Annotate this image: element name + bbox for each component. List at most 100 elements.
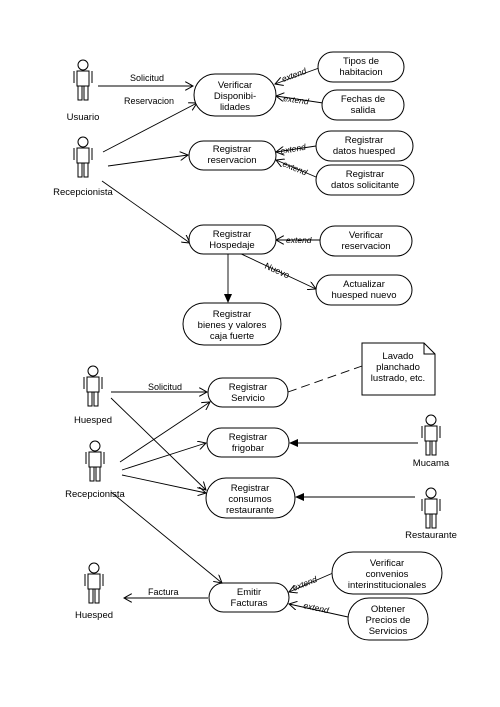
- extend-convenios: [289, 572, 334, 592]
- note-line: lustrado, etc.: [371, 373, 425, 384]
- actor-icon: [421, 414, 441, 456]
- actor-huesped-1: Huesped: [74, 365, 112, 426]
- label-solicitud-1: Solicitud: [130, 73, 164, 83]
- uc-line: Registrar: [229, 382, 268, 393]
- extend-datos-huesped: [276, 145, 317, 152]
- uc-line: frigobar: [232, 443, 264, 454]
- uc-verificar-reservacion: Verificar reservacion: [319, 225, 413, 257]
- uc-line: Verificar: [218, 80, 252, 91]
- uc-line: Obtener: [371, 604, 405, 615]
- uc-line: salida: [351, 105, 377, 116]
- extend-datos-solicitante: [276, 160, 317, 178]
- uc-line: caja fuerte: [210, 331, 254, 342]
- actor-icon: [73, 136, 93, 178]
- uc-line: Disponibi-: [214, 91, 256, 102]
- uc-fechas-salida: Fechas de salida: [321, 89, 405, 121]
- note-link: [287, 365, 363, 393]
- actor-icon: [421, 487, 441, 529]
- uc-line: Fechas de: [341, 94, 385, 105]
- uc-line: Registrar: [229, 432, 268, 443]
- uc-line: Precios de: [366, 615, 411, 626]
- uc-line: datos solicitante: [331, 180, 399, 191]
- uc-registrar-consumos: Registrar consumos restaurante: [205, 477, 296, 519]
- note-line: Lavado: [382, 351, 413, 362]
- extend-precios: [289, 604, 349, 618]
- label-factura: Factura: [148, 587, 179, 597]
- uc-line: restaurante: [226, 505, 274, 516]
- uc-line: Verificar: [370, 558, 404, 569]
- extend-fechas: [276, 96, 324, 104]
- actor-icon: [83, 365, 103, 407]
- actor-label: Usuario: [67, 112, 100, 123]
- uc-line: Registrar: [213, 309, 252, 320]
- uc-obtener-precios: Obtener Precios de Servicios: [347, 597, 429, 641]
- label-extend-tipos: extend: [280, 66, 308, 84]
- uc-registrar-frigobar: Registrar frigobar: [206, 427, 290, 458]
- note-line: planchado: [376, 362, 420, 373]
- uc-registrar-bienes: Registrar bienes y valores caja fuerte: [182, 302, 282, 346]
- assoc-recep2-servicio: [119, 402, 210, 463]
- assoc-recep2-frigobar: [121, 443, 206, 471]
- connectors: [98, 67, 418, 618]
- uc-line: Registrar: [346, 169, 385, 180]
- assoc-recep-hospedaje: [101, 180, 190, 243]
- uc-verificar-disponibilidades: Verificar Disponibi- lidades: [193, 73, 277, 117]
- uc-line: reservacion: [207, 155, 256, 166]
- note: Lavado planchado lustrado, etc.: [361, 342, 436, 396]
- assoc-recep2-consumos: [121, 474, 206, 493]
- actor-recepcionista-1: Recepcionista: [53, 136, 114, 198]
- uc-actualizar-huesped-nuevo: Actualizar huesped nuevo: [315, 274, 413, 306]
- label-extend-convenios: extend: [291, 574, 319, 593]
- uc-line: convenios: [366, 569, 409, 580]
- assoc-recep2-emitir: [110, 491, 222, 583]
- uc-line: Registrar: [213, 229, 252, 240]
- actor-label: Mucama: [413, 458, 450, 469]
- uc-registrar-datos-solicitante: Registrar datos solicitante: [315, 164, 415, 196]
- uc-line: Registrar: [231, 483, 270, 494]
- uc-line: datos huesped: [333, 146, 395, 157]
- actor-mucama: Mucama: [413, 414, 450, 469]
- uc-line: lidades: [220, 102, 250, 113]
- actor-label: Huesped: [74, 415, 112, 426]
- actor-recepcionista-2: Recepcionista: [65, 440, 126, 500]
- assoc-nuevo: [236, 251, 316, 289]
- uc-tipos-habitacion: Tipos de habitacion: [317, 51, 405, 83]
- actor-icon: [85, 440, 105, 482]
- label-extend-verificar-reservacion: extend: [286, 235, 312, 245]
- uc-line: bienes y valores: [198, 320, 267, 331]
- actor-restaurante: Restaurante: [405, 487, 457, 541]
- uc-verificar-convenios: Verificar convenios interinstitucionales: [331, 551, 443, 595]
- actor-label: Recepcionista: [65, 489, 125, 500]
- assoc-huesped-consumos: [110, 397, 206, 490]
- uc-line: habitacion: [339, 67, 382, 78]
- assoc-recep-reservacion: [107, 155, 188, 167]
- label-extend-fechas: extend: [283, 93, 310, 106]
- uc-registrar-datos-huesped: Registrar datos huesped: [315, 130, 414, 162]
- uc-line: consumos: [228, 494, 272, 505]
- uc-emitir-facturas: Emitir Facturas: [208, 582, 290, 613]
- label-extend-precios: extend: [303, 600, 330, 615]
- uc-line: Facturas: [231, 598, 268, 609]
- uc-registrar-reservacion: Registrar reservacion: [188, 140, 277, 171]
- label-extend-datos-solicitante: extend: [281, 159, 309, 178]
- uc-line: Registrar: [213, 144, 252, 155]
- uc-line: Servicio: [231, 393, 265, 404]
- actor-label: Restaurante: [405, 530, 457, 541]
- uc-line: reservacion: [341, 241, 390, 252]
- label-nuevo: Nuevo: [263, 261, 291, 281]
- actor-label: Recepcionista: [53, 187, 113, 198]
- label-extend-datos-huesped: extend: [280, 142, 307, 156]
- uc-line: Emitir: [237, 587, 261, 598]
- label-reservacion: Reservacion: [124, 96, 174, 106]
- actor-usuario: Usuario: [67, 59, 100, 123]
- extend-tipos: [275, 67, 320, 84]
- assoc-recep-verificar: [102, 103, 197, 153]
- uc-line: Servicios: [369, 626, 408, 637]
- uc-registrar-hospedaje: Registrar Hospedaje: [188, 224, 277, 255]
- uc-line: Registrar: [345, 135, 384, 146]
- label-solicitud-2: Solicitud: [148, 382, 182, 392]
- actor-huesped-2: Huesped: [75, 562, 113, 621]
- uc-line: Actualizar: [343, 279, 385, 290]
- uc-line: interinstitucionales: [348, 580, 426, 591]
